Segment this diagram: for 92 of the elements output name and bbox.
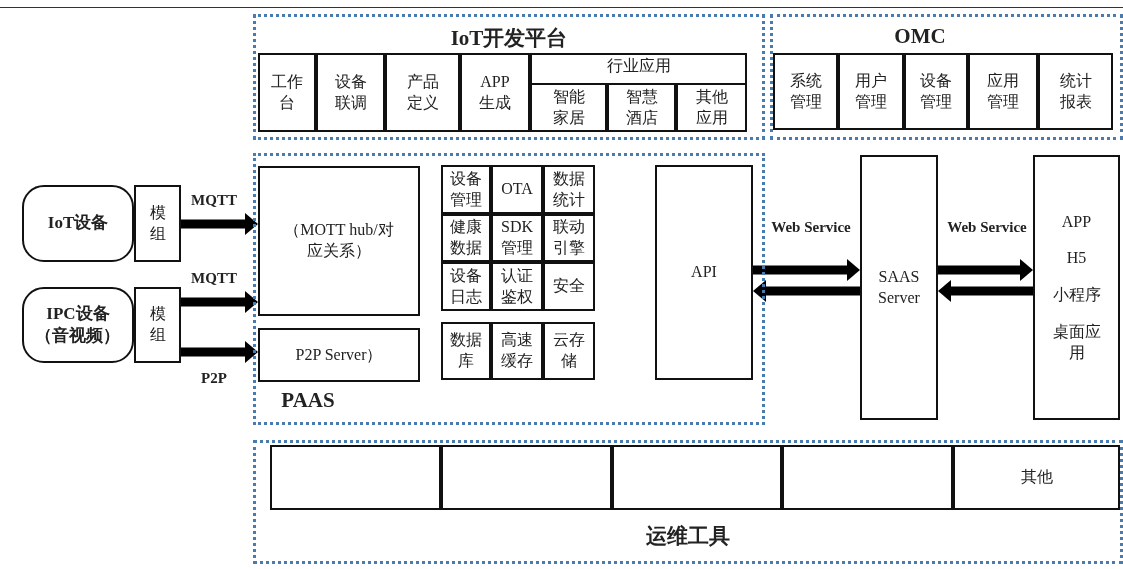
cell-text: 应用管理 [986,70,1020,112]
panel-title: 运维工具 [645,523,731,550]
cell-text: 设备日志 [449,265,483,307]
server-box [860,155,938,420]
module-box [134,185,181,262]
service-cell [491,262,543,311]
platform-panel [253,14,765,140]
cell-text: 设备管理 [449,168,483,210]
cell-text: OTA [501,179,533,200]
arrow [938,280,1033,302]
cell-text: 其他 [1020,467,1053,488]
cell-text: SAAS Server [877,266,921,308]
cell-text: 用户管理 [854,70,888,112]
service-cell [491,214,543,262]
module-cell [258,53,316,132]
arrow [181,341,258,363]
tool-cell [782,445,953,510]
arrow [753,259,860,281]
module-cell [460,53,530,132]
cell-text: 数据库 [449,330,483,371]
cell-text: 模组 [148,304,167,345]
ops-panel [253,440,1123,564]
cell-text: 健康数据 [449,217,483,258]
arrow [938,259,1033,281]
platform-label: 小程序 [1052,285,1101,306]
tool-cell [953,445,1120,510]
storage-cell [491,322,543,380]
cell-text: 联动引擎 [552,217,586,258]
storage-cell [543,322,595,380]
cell-text: 工作台 [270,71,304,113]
platform-label: 桌面应用 [1051,321,1102,363]
cell-text: IoT设备 [47,212,109,235]
cell-text: 其他应用 [694,86,729,128]
tool-cell [441,445,612,510]
platform-label: APP [1061,211,1092,232]
service-cell [491,165,543,214]
omc-panel [770,14,1123,140]
cell-text: 认证鉴权 [500,265,534,307]
module-cell [316,53,385,132]
service-cell [441,262,491,311]
cell-text: API [691,262,717,283]
platform-label: H5 [1066,248,1087,269]
broker-box [258,166,420,316]
paas-panel [253,153,765,425]
api-box [655,165,753,380]
service-cell [543,165,595,214]
cell-text: 数据统计 [552,168,586,210]
panel-title: IoT开发平台 [449,25,569,52]
service-cell [543,262,595,311]
arrow [753,280,860,302]
module-cell [773,53,838,130]
category-cell [530,53,747,132]
cell-text: 设备管理 [919,70,953,112]
category-heading: 行业应用 [605,56,672,76]
cell-text: 设备联调 [333,71,368,113]
module-cell [607,83,676,132]
client-box [1033,155,1120,420]
module-cell [838,53,904,130]
module-cell [1038,53,1113,130]
module-cell [385,53,460,132]
server-box [258,328,420,382]
service-cell [441,165,491,214]
device-box [22,185,134,262]
cell-text: 统计报表 [1058,70,1093,112]
cell-text: SDK管理 [500,217,534,258]
service-cell [441,214,491,262]
cell-text: IPC设备（音视频） [34,302,122,347]
module-cell [968,53,1038,130]
cell-text: 智能家居 [551,86,586,128]
cell-text: 模组 [148,202,167,244]
cell-text: APP生成 [478,71,512,113]
cell-text: （MOTT hub/对应关系） [283,220,395,261]
cell-text: 安全 [553,276,585,297]
panel-title: PAAS [280,388,336,414]
arrow [181,291,258,313]
panel-title: OMC [893,24,947,50]
cell-text: P2P Server） [295,344,383,365]
arrow [181,213,258,235]
tool-cell [612,445,782,510]
module-cell [676,83,747,132]
module-box [134,287,181,363]
storage-cell [441,322,491,380]
service-cell [543,214,595,262]
cell-text: 系统管理 [788,70,823,112]
module-cell [530,83,607,132]
cell-text: 云存储 [552,330,586,371]
cell-text: 产品定义 [405,71,440,113]
module-cell [904,53,968,130]
tool-cell [270,445,441,510]
device-box [22,287,134,363]
cell-text: 高速缓存 [500,330,534,371]
cell-text: 智慧酒店 [624,86,659,128]
